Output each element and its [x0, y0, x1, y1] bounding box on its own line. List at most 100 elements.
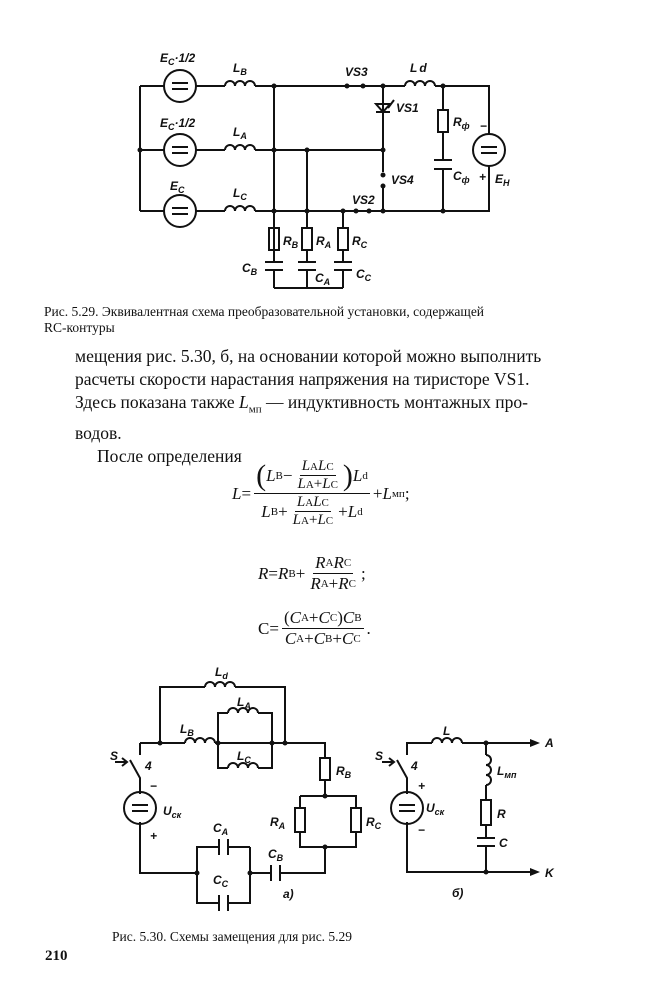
text-line: После определения [97, 445, 242, 466]
resistor-icon [480, 799, 492, 826]
symbol-sub: C [330, 478, 338, 491]
symbol: C [318, 608, 330, 627]
symbol: L [239, 392, 249, 412]
symbol-sub: C [343, 557, 352, 569]
resistor-icon [268, 227, 280, 251]
label-s: S [110, 749, 118, 763]
switch-arrow-icon [115, 757, 129, 767]
op: = [268, 563, 278, 583]
resistor-icon [337, 227, 349, 251]
symbol-sub: A [325, 557, 334, 569]
label-a: A [544, 736, 554, 750]
caption-text: Эквивалентная схема преобразовательной у… [101, 304, 485, 319]
op: ; [360, 563, 366, 583]
symbol-sub: C [348, 578, 356, 590]
label-ec-half-b: EC·1/2 [160, 51, 196, 67]
symbol: R [315, 553, 326, 572]
symbol: L [313, 494, 322, 510]
label-vs1: VS1 [396, 101, 419, 115]
label-rc: RC [352, 234, 368, 250]
label-ra: RA [270, 815, 285, 831]
symbol: R [338, 574, 349, 593]
thyristor-icon [373, 99, 395, 114]
symbol: C [258, 618, 270, 638]
symbol-sub: d [362, 469, 368, 482]
label-eh: EH [495, 172, 510, 188]
symbol: L [232, 483, 242, 503]
symbol-sub: A [310, 460, 318, 473]
label-rc: RC [366, 815, 382, 831]
resistor-icon [319, 757, 331, 781]
resistor-icon [437, 109, 449, 133]
label-s: S [375, 749, 383, 763]
symbol: L [352, 465, 363, 485]
symbol: C [284, 629, 297, 648]
label-cb: CB [268, 847, 284, 863]
op: + [304, 629, 314, 648]
label-4: 4 [144, 759, 152, 773]
label-plus: + [479, 170, 486, 184]
label-uck: Uск [163, 804, 182, 820]
label-cc: CC [356, 267, 372, 283]
symbol-sub: C [321, 496, 329, 509]
label-lb: LB [233, 61, 247, 77]
label-la: LA [237, 695, 251, 711]
arrow-icon [530, 739, 540, 876]
symbol: C [342, 608, 355, 627]
symbol: L [301, 458, 311, 474]
inductor-icon [224, 144, 256, 151]
symbol-sub: мп [391, 487, 405, 500]
op: + [313, 476, 323, 492]
symbol-sub: A [305, 496, 314, 509]
symbol-sub: C [329, 612, 338, 624]
label-cb: CB [242, 261, 258, 277]
figure-5-29-caption: Рис. 5.29. Эквивалентная схема преобразо… [44, 304, 610, 336]
label-l: L [443, 724, 450, 738]
symbol-sub: B [354, 612, 362, 624]
op: ( [256, 458, 267, 492]
symbol: L [292, 512, 302, 528]
voltage-source-icon [390, 791, 424, 825]
label-b-tag: б) [452, 886, 463, 900]
symbol-sub: A [300, 612, 309, 624]
figure-5-30-caption: Рис. 5.30. Схемы замещения для рис. 5.29 [112, 929, 353, 944]
symbol: L [317, 512, 326, 528]
symbol-sub: B [275, 469, 283, 482]
resistor-icon [301, 227, 313, 251]
label-ca: CA [315, 271, 330, 287]
caption-prefix: Рис. 5.29. [44, 304, 99, 319]
op: + [308, 512, 318, 528]
label-vs2: VS2 [352, 193, 375, 207]
label-ec: EC [170, 179, 185, 195]
junction-dots [137, 83, 446, 214]
figure-5-30a-circuit: Ld LA LB LC RB RA RC CA CC CB S 4 − + Uс… [110, 665, 382, 911]
symbol: R [277, 563, 289, 583]
label-lc: LC [237, 749, 251, 765]
label-ec-half-a: EC·1/2 [160, 116, 196, 132]
voltage-source-icon [163, 133, 197, 167]
op: ) [342, 458, 353, 492]
label-a-tag: а) [283, 887, 294, 901]
op: + [308, 608, 319, 627]
body-text: мещения рис. 5.30, б, на основании котор… [75, 345, 611, 468]
label-rb: RB [336, 764, 352, 780]
switch-arrow-icon [382, 757, 396, 767]
symbol-sub: B [325, 633, 333, 645]
op: + [328, 574, 339, 593]
label-lb: LB [180, 722, 194, 738]
label-minus: − [418, 823, 425, 837]
symbol-sub: C [326, 460, 334, 473]
page-number: 210 [45, 948, 68, 964]
symbol-sub: d [357, 505, 363, 518]
inductor-icon [485, 754, 492, 786]
label-4: 4 [410, 759, 418, 773]
text-fragment: Здесь показана также [75, 392, 240, 412]
symbol: C [289, 608, 301, 627]
label-cf: Cф [453, 169, 470, 185]
symbol: L [318, 458, 327, 474]
